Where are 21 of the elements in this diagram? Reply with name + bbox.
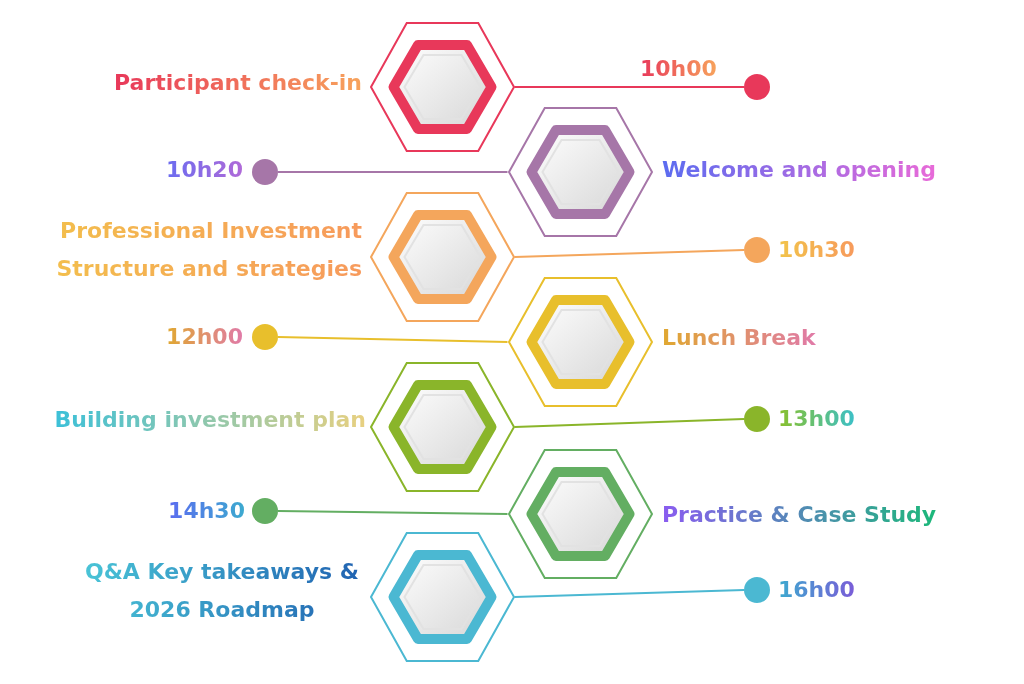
connector-line (513, 249, 745, 258)
connector-line (277, 171, 509, 173)
connector-line (513, 589, 745, 598)
connector-line (277, 336, 509, 343)
connector-line (277, 510, 509, 515)
hexagon-badge (369, 362, 515, 492)
connector-line (513, 86, 745, 88)
hexagon-badge (507, 107, 653, 237)
hexagon-badge (369, 192, 515, 322)
timeline-dot (744, 74, 770, 100)
timeline-dot (252, 159, 278, 185)
hexagon-badge (369, 532, 515, 662)
timeline-dot (252, 324, 278, 350)
connector-line (513, 418, 745, 428)
hexagon-badge (369, 22, 515, 152)
timeline-dot (252, 498, 278, 524)
timeline-dot (744, 237, 770, 263)
hexagon-badge (507, 449, 653, 579)
timeline-dot (744, 406, 770, 432)
hexagon-badge (507, 277, 653, 407)
timeline-dot (744, 577, 770, 603)
